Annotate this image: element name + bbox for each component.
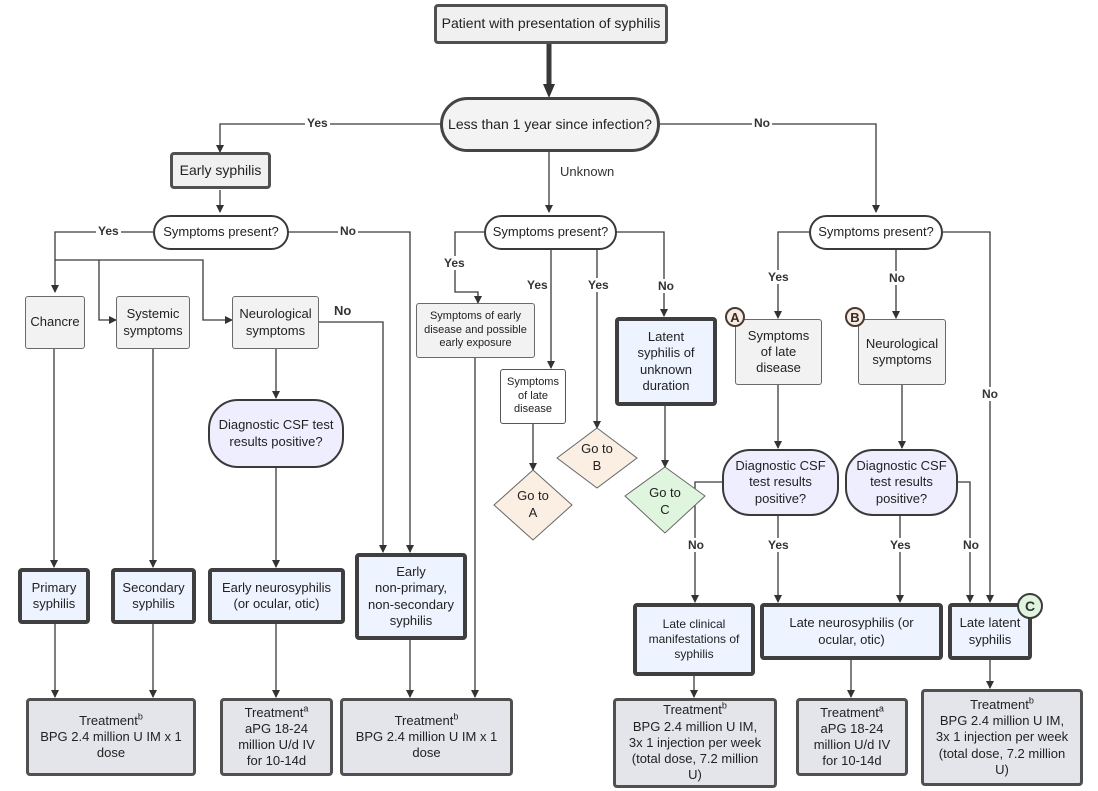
marker-b: B: [845, 307, 865, 327]
label-yes-csf-b: Yes: [888, 538, 913, 552]
label-yes-csf-a: Yes: [766, 538, 791, 552]
late-neurosyphilis-node: Late neurosyphilis (or ocular, otic): [760, 603, 943, 660]
secondary-syphilis-node: Secondary syphilis: [111, 568, 196, 624]
label-yes-top: Yes: [305, 116, 330, 130]
neurological-symptoms-left-node: Neurological symptoms: [232, 296, 319, 349]
label-no-right: No: [887, 271, 907, 285]
goto-b-diamond: [556, 427, 638, 489]
marker-c: C: [1017, 593, 1043, 619]
early-syphilis-node: Early syphilis: [170, 152, 271, 189]
label-no-right-latent: No: [980, 387, 1000, 401]
label-yes-right: Yes: [766, 270, 791, 284]
chancre-node: Chancre: [25, 296, 85, 349]
symptoms-right-decision: Symptoms present?: [809, 215, 943, 250]
goto-b-label: Go to B: [581, 441, 613, 473]
symptoms-left-decision: Symptoms present?: [153, 215, 289, 250]
early-neurosyphilis-node: Early neurosyphilis (or ocular, otic): [208, 568, 345, 624]
label-no-top: No: [752, 116, 772, 130]
csf-b-decision: Diagnostic CSF test results positive?: [845, 449, 958, 516]
label-no-mid: No: [656, 279, 676, 293]
label-no-left-symptoms: No: [338, 224, 358, 238]
goto-c-diamond: [624, 466, 706, 534]
marker-a: A: [725, 307, 745, 327]
goto-a-label: Go to A: [517, 488, 549, 520]
csf-left-decision: Diagnostic CSF test results positive?: [208, 399, 344, 468]
late-disease-mid-node: Symptoms of late disease: [500, 369, 566, 424]
label-yes-left-symptoms: Yes: [96, 224, 121, 238]
goto-a-diamond: [493, 469, 573, 541]
latent-unknown-node: Latent syphilis of unknown duration: [615, 317, 717, 406]
primary-syphilis-node: Primary syphilis: [18, 568, 90, 624]
connector-no: [659, 123, 880, 213]
label-yes-mid-1: Yes: [442, 256, 467, 270]
late-clinical-node: Late clinical manifestations of syphilis: [633, 603, 755, 676]
early-nonprimary-node: Early non-primary, non-secondary syphili…: [355, 553, 467, 640]
csf-a-decision: Diagnostic CSF test results positive?: [722, 449, 839, 516]
label-yes-mid-2: Yes: [525, 278, 550, 292]
label-no-csf-b: No: [961, 538, 981, 552]
less-than-1yr-decision: Less than 1 year since infection?: [440, 97, 660, 152]
symptoms-mid-decision: Symptoms present?: [484, 215, 617, 250]
late-disease-right-node: Symptoms of late disease: [735, 319, 822, 385]
goto-c-label: Go to C: [649, 485, 681, 517]
label-unknown: Unknown: [558, 164, 617, 179]
label-no-csf-a: No: [686, 538, 706, 552]
early-exposure-node: Symptoms of early disease and possible e…: [416, 303, 535, 358]
label-no-neuro-left: No: [334, 303, 352, 318]
patient-node: Patient with presentation of syphilis: [434, 4, 668, 44]
label-yes-mid-3: Yes: [586, 278, 611, 292]
systemic-symptoms-node: Systemic symptoms: [116, 296, 190, 349]
neurological-symptoms-right-node: Neurological symptoms: [858, 319, 946, 385]
connector-yes-early: [216, 123, 441, 153]
